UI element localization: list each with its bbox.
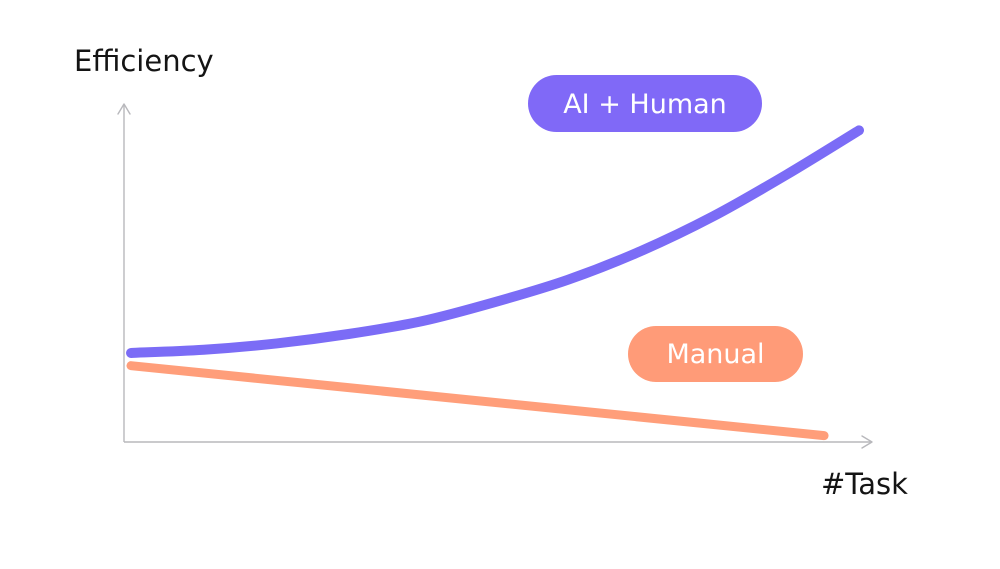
legend-label-ai-human: AI + Human bbox=[528, 75, 762, 132]
legend-text-ai-human: AI + Human bbox=[563, 89, 727, 120]
x-axis-title: #Task bbox=[821, 467, 908, 501]
legend-label-manual: Manual bbox=[628, 326, 803, 382]
y-axis-title: Efficiency bbox=[74, 44, 214, 78]
y-axis-arrow bbox=[117, 103, 131, 115]
y-axis bbox=[117, 103, 131, 442]
x-axis-arrow bbox=[861, 435, 873, 449]
series-line-manual bbox=[126, 361, 829, 441]
legend-badge-manual bbox=[628, 326, 803, 382]
x-axis bbox=[124, 435, 873, 449]
series-line-ai-human bbox=[126, 125, 864, 358]
legend-badge-ai-human bbox=[528, 75, 762, 132]
legend-text-manual: Manual bbox=[666, 339, 764, 370]
series-layer bbox=[126, 125, 864, 441]
